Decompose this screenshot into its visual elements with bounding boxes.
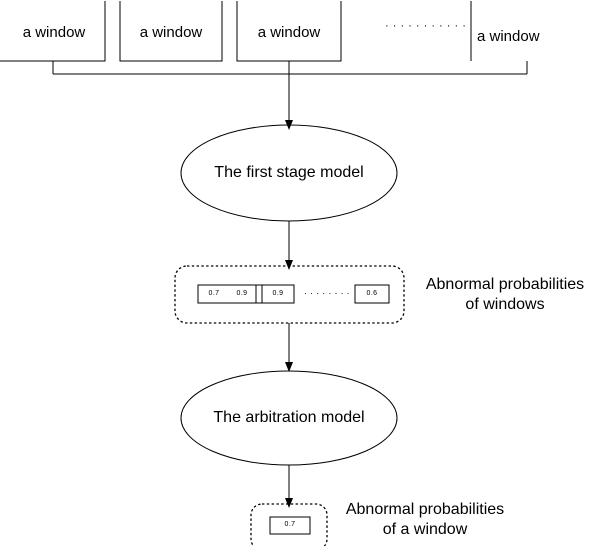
arrow-probabilities-to-arbitration [285, 323, 293, 372]
window-bus-connector [52, 61, 528, 75]
result-probability-caption-line1: Abnormal probabilities [345, 501, 505, 518]
window-probabilities-caption: Abnormal probabilities of windows [412, 275, 598, 316]
result-probability-cell-value: 0.7 [284, 521, 296, 528]
window-probability-cells [197, 284, 295, 304]
probability-cell-value-1: 0.7 [208, 290, 220, 297]
result-probability-cell [269, 516, 311, 535]
probability-cell-value-3: 0.9 [272, 290, 284, 297]
first-stage-model-label: The first stage model [214, 164, 364, 181]
arbitration-model-label: The arbitration model [213, 409, 365, 426]
result-probability-caption: Abnormal probabilities of a window [332, 500, 518, 541]
window-probabilities-caption-line2: of windows [465, 296, 545, 314]
windows-ellipsis: · · · · · · · · · · · [385, 20, 467, 32]
result-probability-caption-line2: of a window [382, 521, 468, 539]
window-probability-last-cell [354, 284, 390, 304]
probability-cell-value-2: 0.9 [236, 290, 248, 297]
probability-last-cell-value: 0.6 [366, 290, 378, 297]
arrow-stage1-to-probabilities [285, 221, 293, 270]
arrow-windows-to-stage1 [285, 74, 293, 130]
window-box-2 [119, 1, 223, 62]
window-probabilities-caption-line1: Abnormal probabilities [425, 276, 585, 293]
window-label-1: a window [22, 24, 86, 41]
window-probabilities-container [174, 265, 405, 324]
window-box-1 [0, 1, 106, 62]
window-label-3: a window [257, 24, 321, 41]
result-probability-container [250, 503, 328, 546]
probabilities-ellipsis: · · · · · · · · [304, 288, 350, 298]
arrow-arbitration-to-result [285, 465, 293, 508]
window-label-2: a window [139, 24, 203, 41]
window-label-4: a window [477, 28, 540, 45]
